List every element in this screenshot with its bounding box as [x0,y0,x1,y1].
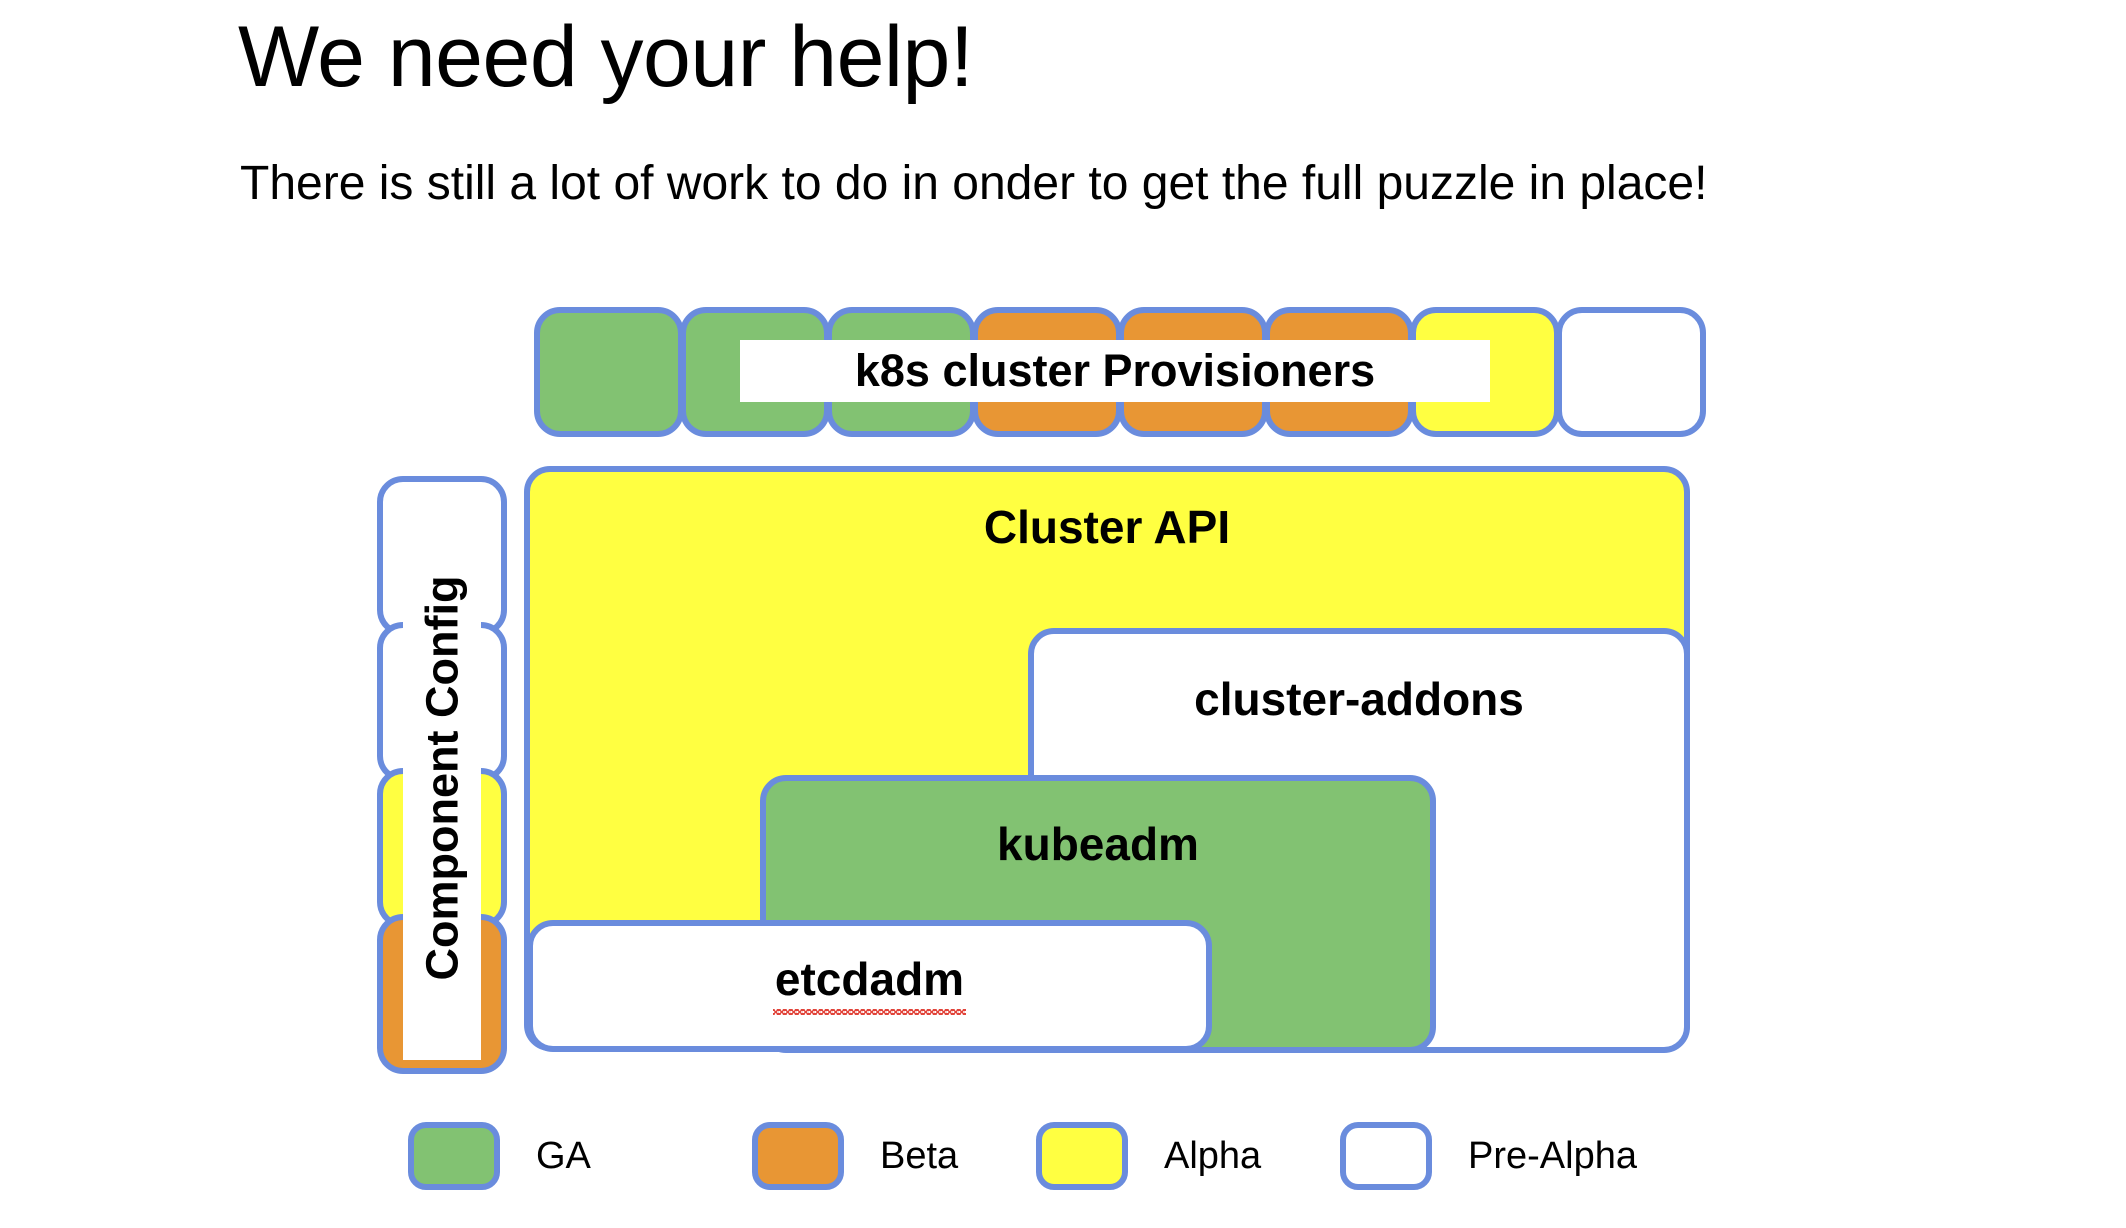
legend-swatch-beta [752,1122,844,1190]
k8s-cluster-provisioners-label: k8s cluster Provisioners [740,340,1490,402]
cluster-addons-label: cluster-addons [1194,673,1524,725]
cluster-api-label: Cluster API [983,501,1231,553]
etcdadm-label: etcdadm [533,952,1206,1015]
legend-swatch-ga [408,1122,500,1190]
legend-item-ga: GA [408,1122,591,1190]
legend-swatch-alpha [1036,1122,1128,1190]
k8s-cluster-provisioners-label-text: k8s cluster Provisioners [854,345,1376,396]
legend-label-ga: GA [536,1134,591,1177]
legend-label-prealpha: Pre-Alpha [1468,1134,1637,1177]
status-legend: GA Beta Alpha Pre-Alpha [0,1122,2126,1212]
provisioner-cell-8-prealpha[interactable] [1556,307,1706,437]
page-subtitle: There is still a lot of work to do in on… [240,157,1708,210]
etcdadm-box[interactable]: etcdadm [527,920,1212,1052]
legend-swatch-prealpha [1340,1122,1432,1190]
component-config-label-text: Component Config [416,575,468,980]
legend-item-alpha: Alpha [1036,1122,1261,1190]
legend-item-beta: Beta [752,1122,958,1190]
legend-label-alpha: Alpha [1164,1134,1262,1177]
etcdadm-label-text: etcdadm [772,953,967,1015]
legend-item-prealpha: Pre-Alpha [1340,1122,1637,1190]
provisioner-cell-1-ga[interactable] [534,307,684,437]
component-config-label: Component Config [403,495,481,1060]
kubeadm-label: kubeadm [997,818,1199,870]
legend-label-beta: Beta [880,1134,959,1177]
page-title: We need your help! [238,9,974,105]
